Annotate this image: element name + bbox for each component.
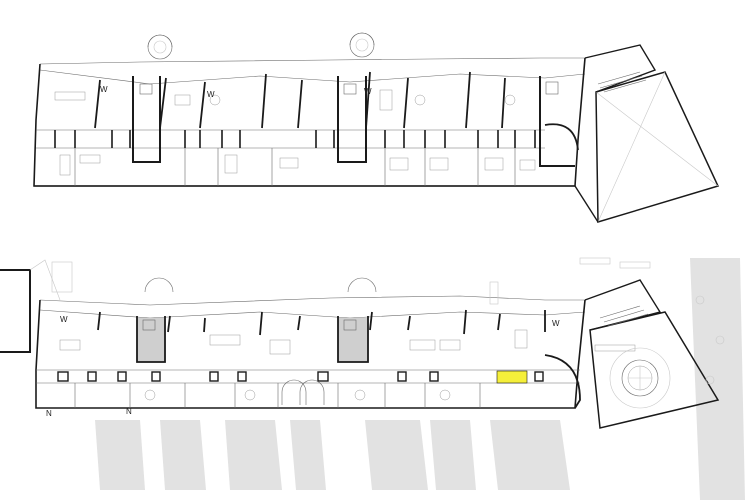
highlighted-room xyxy=(496,370,528,384)
ground-corridor-blocks xyxy=(57,371,544,382)
neighbour-building xyxy=(0,269,31,353)
spiral-stair-right xyxy=(349,32,375,58)
crosswalk-hatches xyxy=(95,258,745,500)
ground-marker-4: N xyxy=(126,407,132,416)
ground-east-pavilion xyxy=(584,279,720,429)
spiral-stair-left xyxy=(147,34,173,60)
upper-wc-blocks xyxy=(54,130,536,148)
ground-floor-plan: W W N N xyxy=(0,257,745,500)
ground-marker-3: N xyxy=(46,409,52,418)
stair-dome-left xyxy=(144,277,174,293)
upper-marker-1: W xyxy=(100,85,108,94)
ground-outer-wall xyxy=(35,299,586,409)
upper-furniture xyxy=(54,89,536,176)
ground-south-rooms xyxy=(74,383,481,408)
upper-core-right xyxy=(337,76,367,163)
ground-marker-2: W xyxy=(552,319,560,328)
stair-dome-right xyxy=(347,277,377,293)
upper-core-east xyxy=(539,76,579,167)
ground-office-partitions xyxy=(97,309,546,336)
outdoor-elements xyxy=(51,257,725,385)
ground-arched-stairs xyxy=(281,379,325,405)
ground-core-right xyxy=(337,316,369,363)
upper-marker-3: W xyxy=(364,87,372,96)
upper-floor-plan: W W W xyxy=(33,32,720,224)
upper-office-partitions xyxy=(94,71,506,129)
ground-marker-1: W xyxy=(60,315,68,324)
ground-furniture xyxy=(59,329,636,401)
upper-marker-2: W xyxy=(207,90,215,99)
upper-east-hall xyxy=(574,44,720,224)
upper-core-left xyxy=(132,76,161,163)
ground-core-left xyxy=(136,316,166,363)
upper-south-rooms xyxy=(74,148,516,186)
